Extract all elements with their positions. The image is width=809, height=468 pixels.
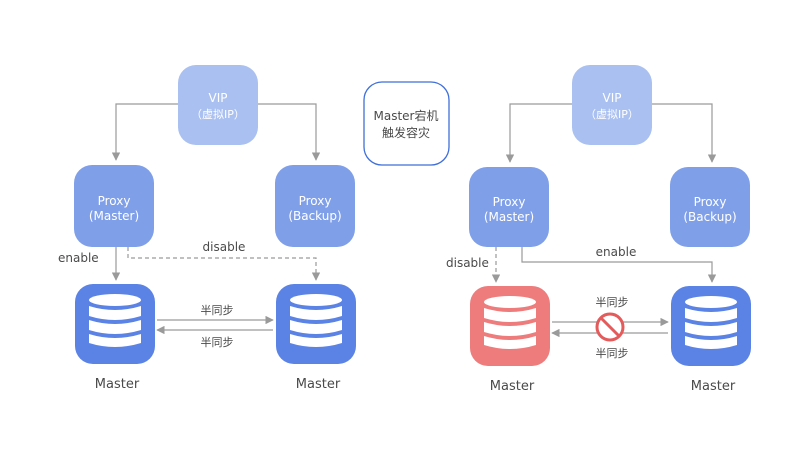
left-proxy-backup-box <box>275 165 355 247</box>
right-sync-bottom-label: 半同步 <box>596 346 629 360</box>
right-proxy-backup-line1: Proxy <box>694 195 727 209</box>
prohibited-icon <box>595 312 625 342</box>
left-proxy-master-line1: Proxy <box>98 194 131 208</box>
left-proxy-master-box <box>74 165 154 247</box>
right-proxy-master-line2: (Master) <box>484 210 534 224</box>
right-edge-enable <box>521 247 717 283</box>
left-db-left-label: Master <box>95 377 140 392</box>
left-db-left <box>75 284 155 364</box>
left-edge-disable-label: disable <box>203 240 246 254</box>
failover-note: Master宕机 触发容灾 <box>363 81 450 166</box>
right-diagram: VIP （虚拟IP） Proxy (Master) Proxy (Backup)… <box>446 65 751 394</box>
right-db-left-label: Master <box>490 379 535 394</box>
left-vip-line1: VIP <box>209 91 228 105</box>
left-sync-top-label: 半同步 <box>201 303 234 317</box>
right-proxy-backup-line2: (Backup) <box>683 210 736 224</box>
right-db-right-label: Master <box>691 379 736 394</box>
right-vip-line2: （虚拟IP） <box>585 107 639 121</box>
left-diagram: VIP （虚拟IP） Proxy (Master) Proxy (Backup)… <box>58 65 356 392</box>
database-icon <box>89 294 141 347</box>
right-proxy-master-box <box>469 167 549 247</box>
left-edge-enable-label: enable <box>58 251 99 265</box>
right-edge-vip-to-proxy-master <box>505 103 572 163</box>
right-db-new-master <box>671 286 751 366</box>
failover-note-line1: Master宕机 <box>374 108 439 123</box>
database-icon <box>484 296 536 349</box>
left-db-right <box>276 284 356 364</box>
left-edge-vip-to-proxy-master <box>111 103 178 161</box>
right-vip-line1: VIP <box>603 91 622 105</box>
right-sync-top-label: 半同步 <box>596 295 629 309</box>
left-vip-line2: （虚拟IP） <box>191 107 245 121</box>
database-icon <box>290 294 342 347</box>
left-proxy-backup-line1: Proxy <box>299 194 332 208</box>
left-edge-vip-to-proxy-backup <box>258 103 321 161</box>
right-db-failed <box>470 286 550 366</box>
left-edge-disable <box>127 247 321 281</box>
left-vip-box <box>178 65 258 145</box>
left-sync-bottom-label: 半同步 <box>201 335 234 349</box>
right-vip-box <box>572 65 652 145</box>
left-db-right-label: Master <box>296 377 341 392</box>
database-icon <box>685 296 737 349</box>
right-edge-vip-to-proxy-backup <box>652 103 717 163</box>
failover-note-box <box>363 81 450 166</box>
right-proxy-backup-box <box>670 167 750 247</box>
left-proxy-backup-line2: (Backup) <box>288 209 341 223</box>
left-proxy-master-line2: (Master) <box>89 209 139 223</box>
right-edge-enable-label: enable <box>596 245 637 259</box>
right-proxy-master-line1: Proxy <box>493 195 526 209</box>
failover-note-line2: 触发容灾 <box>382 125 430 140</box>
right-edge-disable-label: disable <box>446 256 489 270</box>
